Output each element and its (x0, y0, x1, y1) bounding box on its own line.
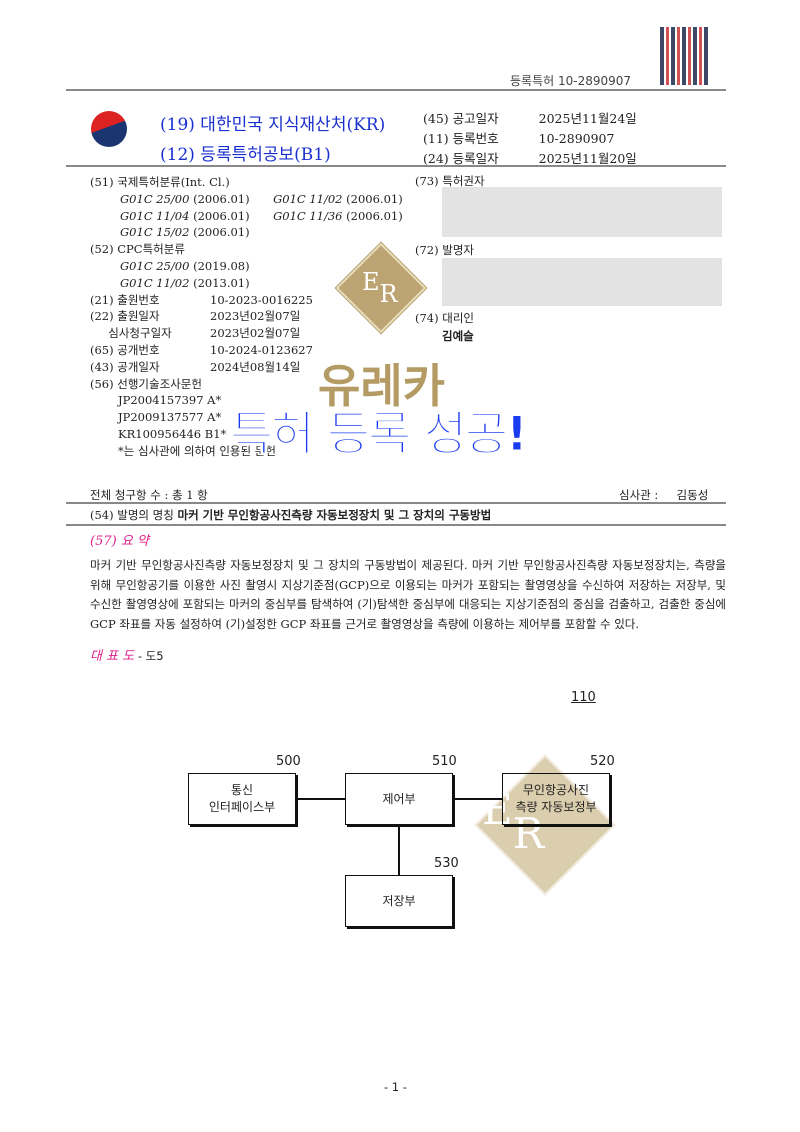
watermark-line2: 특허 등록 성공! (230, 395, 526, 464)
block-530-number: 530 (434, 856, 459, 871)
inventor-redacted (442, 258, 722, 306)
abstract-text: 마커 기반 무인항공사진측량 자동보정장치 및 그 장치의 구동방법이 제공된다… (90, 556, 726, 634)
divider (66, 524, 726, 526)
page-number: - 1 - (384, 1080, 407, 1094)
block-510-number: 510 (432, 754, 457, 769)
divider (66, 502, 726, 504)
office-name: (19) 대한민국 지식재산처(KR) (160, 110, 385, 135)
connector-line (296, 798, 345, 800)
abstract-heading: (57) 요 약 (90, 530, 149, 549)
divider (66, 89, 726, 91)
patentee-redacted (442, 187, 722, 237)
block-520: 무인항공사진 측량 자동보정부 (502, 773, 610, 825)
registration-number: 등록특허 10-2890907 (510, 72, 631, 89)
block-500: 통신 인터페이스부 (188, 773, 296, 825)
qr-code (660, 27, 710, 85)
divider (66, 165, 726, 167)
block-520-number: 520 (590, 754, 615, 769)
header-meta: (45) 공고일자2025년11월24일 (11) 등록번호10-2890907… (423, 108, 637, 168)
korea-emblem-icon (91, 111, 127, 147)
total-claims: 전체 청구항 수 : 총 1 항 (90, 487, 208, 503)
connector-line (398, 825, 400, 875)
representative-figure: 대 표 도 - 도5 (90, 645, 164, 664)
invention-title: (54) 발명의 명칭 마커 기반 무인항공사진측량 자동보정장치 및 그 장치… (90, 507, 491, 523)
block-510: 제어부 (345, 773, 453, 825)
connector-line (453, 798, 502, 800)
agent-label: (74) 대리인 (415, 310, 474, 326)
publication-type: (12) 등록특허공보(B1) (160, 140, 331, 165)
figure-ref: 110 (571, 690, 596, 705)
agent-name: 김예슬 (442, 328, 474, 344)
block-530: 저장부 (345, 875, 453, 927)
inventor-label: (72) 발명자 (415, 242, 474, 258)
er-logo-text: ER (362, 268, 398, 296)
examiner: 심사관 : 김동성 (619, 487, 708, 503)
block-500-number: 500 (276, 754, 301, 769)
